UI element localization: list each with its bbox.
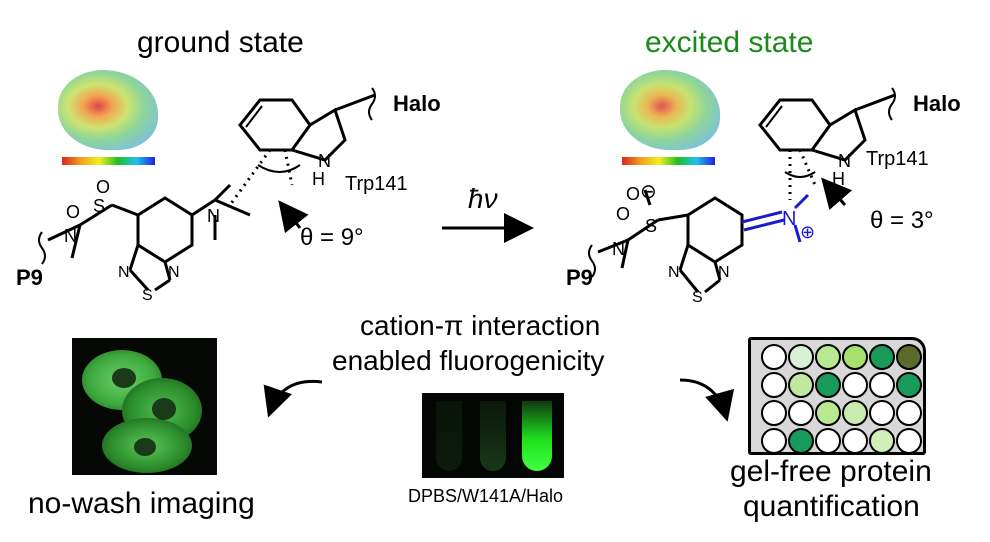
trp141-label-excited: Trp141 (866, 148, 929, 170)
no-wash-imaging-caption: no-wash imaging (28, 487, 255, 520)
sulfonyl-o1-ground: O (66, 202, 80, 222)
plus-charge: ⊕ (800, 222, 815, 242)
nucleus-2 (152, 398, 176, 420)
ground-state-title: ground state (137, 26, 304, 59)
plate-well (869, 428, 895, 454)
sulfonamide-n-ground: N (64, 226, 77, 246)
sulfonyl-o1-excited: O (616, 204, 630, 224)
well-plate (748, 337, 926, 455)
hv-label: ħν (468, 183, 498, 214)
plate-well (761, 428, 787, 454)
excited-indole (758, 93, 896, 162)
plate-well (815, 344, 841, 370)
plate-well (869, 372, 895, 398)
tube-dpbs (436, 401, 462, 471)
plate-well (896, 400, 922, 426)
sulfonyl-o2-ground: O (96, 177, 110, 197)
plate-well (815, 400, 841, 426)
esp-surface-excited (620, 70, 720, 150)
sulfonyl-s-excited: S (645, 216, 657, 236)
nucleus-3 (134, 438, 156, 456)
theta-ground: θ = 9° (300, 224, 364, 251)
theta-excited: θ = 3° (870, 207, 934, 234)
ground-indole (238, 93, 376, 162)
tube-w141a (480, 401, 506, 471)
plate-well (761, 400, 787, 426)
thiadiazole-s-ground: S (142, 287, 153, 304)
well-plate-grid (761, 344, 922, 454)
plate-well (869, 344, 895, 370)
p9-label-excited: P9 (566, 265, 593, 290)
esp-surface-ground (58, 70, 158, 150)
no-wash-imaging-micrograph (72, 338, 217, 475)
minus-charge: ⊖ (640, 181, 657, 203)
curved-arrow-right (679, 378, 735, 422)
plate-well (788, 400, 814, 426)
plate-well (842, 400, 868, 426)
plate-well (869, 400, 895, 426)
plate-well (788, 428, 814, 454)
center-text-line1: cation-π interaction (360, 310, 601, 341)
tube-halo (522, 401, 552, 471)
thiadiazole-s-excited: S (692, 289, 703, 306)
sulfonyl-o2-excited: O (626, 184, 640, 204)
plate-well (815, 428, 841, 454)
plate-well (815, 372, 841, 398)
sulfonamide-n-excited: N (612, 239, 625, 259)
tubes-caption: DPBS/W141A/Halo (408, 486, 564, 506)
quantification-caption-line2: quantification (743, 490, 920, 523)
color-scale-bar-ground (62, 157, 155, 165)
thiadiazole-n2-ground: N (168, 264, 180, 281)
thiadiazole-n1-excited: N (668, 264, 680, 281)
plate-well (842, 344, 868, 370)
center-text-line2: enabled fluorogenicity (332, 345, 605, 376)
halo-label-excited: Halo (913, 91, 961, 116)
excited-state-title: excited state (645, 26, 814, 59)
curved-arrow-left (263, 379, 323, 418)
nh-n-excited: N (838, 151, 851, 171)
iminium-n-excited: N (782, 208, 796, 230)
plate-well (761, 372, 787, 398)
halo-label-ground: Halo (393, 91, 441, 116)
plate-well (896, 428, 922, 454)
plate-well (896, 372, 922, 398)
plate-well (788, 372, 814, 398)
plate-well (842, 372, 868, 398)
nucleus-1 (112, 368, 136, 388)
plate-well (761, 344, 787, 370)
sulfonyl-s-ground: S (93, 196, 105, 216)
p9-label-ground: P9 (16, 265, 43, 290)
thiadiazole-n2-excited: N (718, 264, 730, 281)
thiadiazole-n1-ground: N (118, 264, 130, 281)
plate-well (788, 344, 814, 370)
nh-n-ground: N (318, 151, 331, 171)
nh-h-ground: H (312, 169, 325, 189)
plate-well (896, 344, 922, 370)
quantification-caption-line1: gel-free protein (730, 455, 932, 488)
plate-well (842, 428, 868, 454)
color-scale-bar-excited (622, 157, 715, 165)
tubes-photo (422, 393, 564, 478)
amine-n-ground: N (207, 206, 220, 226)
nh-h-excited: H (832, 169, 845, 189)
trp141-label-ground: Trp141 (345, 173, 408, 195)
